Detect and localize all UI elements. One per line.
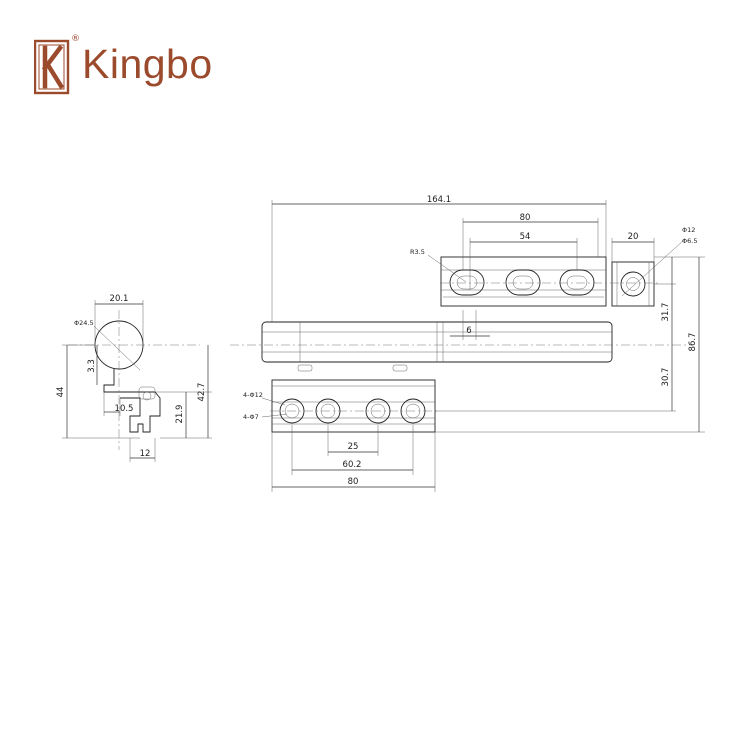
dim-bottom-hole-pitch: 25 (348, 442, 359, 452)
dim-top-slot-span: 54 (520, 232, 531, 242)
dim-side-height: 44 (56, 387, 66, 398)
dim-side-offset: 3.3 (87, 359, 97, 373)
kingbo-logo: ® (34, 34, 80, 95)
brand-name: Kingbo (82, 41, 213, 87)
dim-end-block-width: 20 (628, 232, 639, 242)
bottom-leaf (271, 379, 436, 433)
side-view: 20.1 Φ24.5 3.3 44 10.5 21.9 42.7 12 (56, 294, 212, 462)
dim-total-height: 86.7 (688, 333, 698, 352)
top-slots (449, 269, 595, 296)
dim-side-leaf-height: 21.9 (175, 405, 185, 424)
dim-bottom-counterbore: 4-Φ12 (243, 391, 263, 399)
dim-bottom-hole: 4-Φ7 (243, 413, 259, 421)
dim-bottom-hole-span: 60.2 (343, 460, 362, 470)
dim-side-width: 10.5 (115, 404, 134, 414)
dim-end-hole-inner: Φ6.5 (682, 237, 697, 245)
dim-side-barrel-diameter: Φ24.5 (74, 319, 94, 327)
dim-side-barrel-width: 20.1 (110, 294, 129, 304)
dim-upper-height: 31.7 (661, 303, 671, 322)
registered-mark: ® (71, 34, 80, 44)
dim-bottom-leaf-width: 80 (348, 477, 359, 487)
dim-lower-height: 30.7 (661, 368, 671, 387)
front-view: 164.1 80 54 20 6 25 60.2 80 31.7 30.7 86… (230, 195, 705, 492)
kingbo-k-emblem-icon (34, 39, 70, 95)
dim-overall-width: 164.1 (427, 195, 451, 205)
dim-side-base-width: 12 (140, 449, 151, 459)
end-block (611, 261, 655, 307)
dim-top-hole-span: 80 (520, 213, 531, 223)
dim-slot-radius: R3.5 (410, 248, 425, 256)
dim-end-hole-outer: Φ12 (682, 226, 695, 234)
dim-side-total-height: 42.7 (197, 383, 207, 402)
barrel (261, 321, 613, 372)
dim-slot-offset: 6 (466, 326, 471, 336)
